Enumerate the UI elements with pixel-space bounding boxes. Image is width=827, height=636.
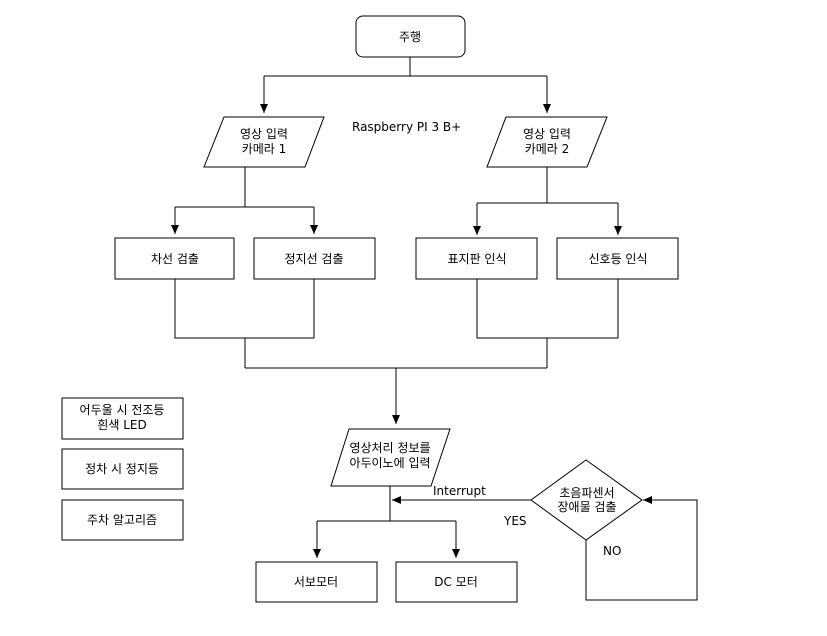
- svg-text:영상처리 정보를: 영상처리 정보를: [349, 441, 430, 455]
- node-ultrasonic-decision: 초음파센서 장애물 검출: [530, 459, 643, 541]
- svg-text:흰색 LED: 흰색 LED: [97, 418, 146, 432]
- svg-text:어두울 시 전조등: 어두울 시 전조등: [80, 403, 165, 417]
- node-servo-motor: 서보모터: [255, 561, 378, 603]
- svg-text:차선 검출: 차선 검출: [151, 252, 199, 266]
- note-headlight-led: 어두울 시 전조등 흰색 LED: [61, 397, 184, 440]
- node-stopline-detection: 정지선 검출: [253, 237, 376, 280]
- edge-no-loop: [585, 496, 698, 601]
- node-light-recognition: 신호등 인식: [556, 237, 679, 280]
- node-camera-1: 영상 입력 카메라 1: [203, 116, 325, 168]
- node-dc-motor: DC 모터: [395, 561, 518, 603]
- node-sign-recognition: 표지판 인식: [415, 237, 538, 280]
- svg-text:영상 입력: 영상 입력: [523, 127, 571, 141]
- svg-text:영상 입력: 영상 입력: [240, 127, 288, 141]
- svg-text:카메라 1: 카메라 1: [242, 142, 287, 156]
- svg-text:초음파센서: 초음파센서: [559, 486, 614, 500]
- svg-text:아두이노에 입력: 아두이노에 입력: [349, 456, 430, 470]
- note-brake-light: 정차 시 정지등: [61, 448, 184, 490]
- edge-right-merge: [476, 279, 619, 368]
- connectors: [171, 57, 698, 601]
- node-start: 주행: [355, 15, 466, 58]
- svg-text:신호등 인식: 신호등 인식: [588, 252, 647, 266]
- svg-text:장애물 검출: 장애물 검출: [557, 500, 616, 514]
- svg-text:표지판 인식: 표지판 인식: [447, 252, 506, 266]
- svg-text:서보모터: 서보모터: [294, 575, 338, 589]
- node-start-label: 주행: [399, 29, 421, 44]
- svg-text:정지선 검출: 정지선 검출: [284, 252, 343, 266]
- node-lane-detection: 차선 검출: [114, 237, 235, 280]
- yes-label: YES: [503, 514, 527, 528]
- svg-text:카메라 2: 카메라 2: [525, 142, 570, 156]
- edge-start-split: [264, 57, 547, 77]
- edge-cam1-split: [175, 167, 314, 208]
- svg-text:정차 시 정지등: 정차 시 정지등: [85, 462, 159, 476]
- node-camera-2: 영상 입력 카메라 2: [486, 116, 608, 168]
- svg-text:주차 알고리즘: 주차 알고리즘: [87, 513, 157, 527]
- svg-text:DC 모터: DC 모터: [434, 575, 478, 589]
- node-processing-input: 영상처리 정보를 아두이노에 입력: [330, 428, 451, 487]
- edge-cam2-split: [477, 167, 618, 204]
- board-label: Raspberry PI 3 B+: [352, 120, 461, 134]
- edge-left-merge: [174, 279, 315, 368]
- edge-proc-split: [317, 486, 456, 522]
- note-parking-algorithm: 주차 알고리즘: [61, 499, 184, 541]
- no-label: NO: [603, 544, 621, 558]
- interrupt-label: Interrupt: [433, 484, 486, 498]
